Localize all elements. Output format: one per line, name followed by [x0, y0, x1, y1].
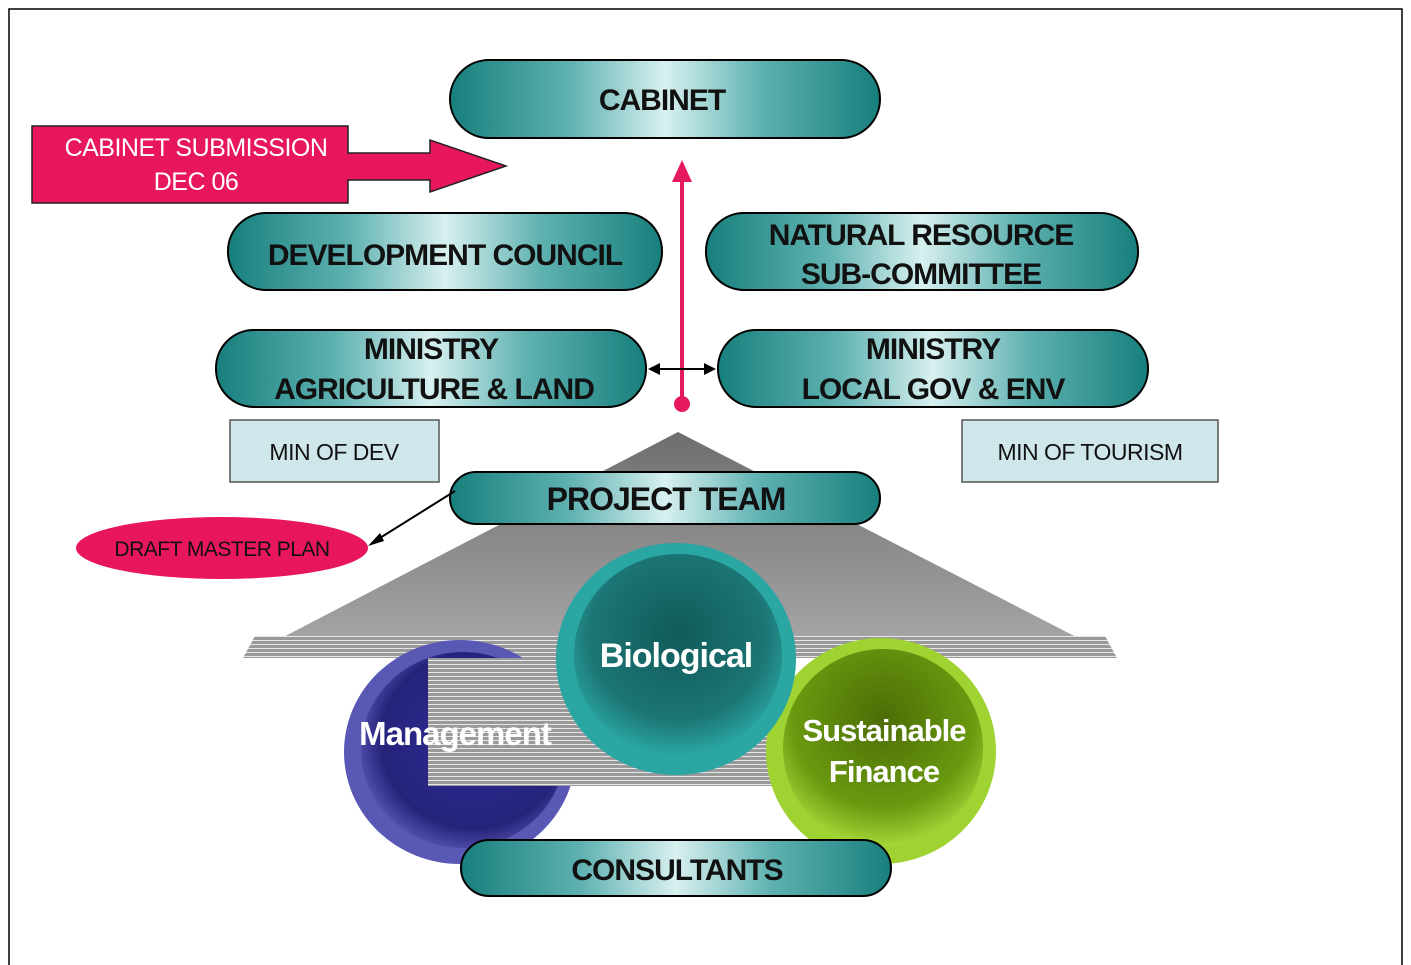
- project-team-label: PROJECT TEAM: [547, 481, 786, 517]
- finance-label-line2: Finance: [829, 754, 940, 789]
- management-circle: Management: [344, 640, 576, 864]
- natural-resource-label-line2: SUB-COMMITTEE: [801, 258, 1041, 291]
- min-of-dev-box: MIN OF DEV: [229, 419, 440, 483]
- cabinet-submission-callout: CABINET SUBMISSION DEC 06: [31, 125, 509, 204]
- ministry-local-gov-label-line1: MINISTRY: [866, 333, 1001, 366]
- finance-label-line1: Sustainable: [803, 713, 967, 748]
- draft-master-plan-callout: DRAFT MASTER PLAN: [76, 517, 368, 579]
- ministry-agriculture-node: MINISTRY AGRICULTURE & LAND: [215, 329, 647, 408]
- cabinet-node: CABINET: [449, 59, 881, 139]
- draft-master-plan-label: DRAFT MASTER PLAN: [114, 538, 329, 561]
- min-of-tourism-label: MIN OF TOURISM: [997, 439, 1182, 465]
- ministry-link-arrow: [648, 363, 716, 375]
- cabinet-submission-arrow: [31, 125, 509, 204]
- natural-resource-node: NATURAL RESOURCE SUB-COMMITTEE: [705, 212, 1139, 291]
- min-of-tourism-box: MIN OF TOURISM: [961, 419, 1219, 483]
- natural-resource-label-line1: NATURAL RESOURCE: [769, 219, 1074, 252]
- management-label: Management: [359, 715, 552, 752]
- ministry-agriculture-label-line1: MINISTRY: [364, 333, 499, 366]
- biological-circle: Biological: [556, 543, 796, 775]
- cabinet-submission-label-line2: DEC 06: [154, 168, 239, 196]
- cabinet-submission-label-line1: CABINET SUBMISSION: [65, 134, 328, 162]
- consultants-label: CONSULTANTS: [571, 854, 782, 887]
- ministry-local-gov-node: MINISTRY LOCAL GOV & ENV: [717, 329, 1149, 408]
- ministry-local-gov-label-line2: LOCAL GOV & ENV: [802, 373, 1066, 406]
- min-of-dev-label: MIN OF DEV: [269, 439, 399, 465]
- development-council-node: DEVELOPMENT COUNCIL: [227, 212, 663, 291]
- cabinet-label: CABINET: [599, 84, 726, 117]
- development-council-label: DEVELOPMENT COUNCIL: [268, 239, 623, 272]
- page-frame: [8, 8, 1403, 965]
- finance-circle: Sustainable Finance: [766, 638, 996, 864]
- biological-label: Biological: [600, 637, 752, 675]
- project-to-plan-arrow: [368, 490, 456, 546]
- ministry-agriculture-label-line2: AGRICULTURE & LAND: [274, 373, 594, 406]
- project-team-node: PROJECT TEAM: [449, 471, 881, 525]
- upward-arrow: [672, 160, 692, 412]
- consultants-node: CONSULTANTS: [460, 839, 892, 897]
